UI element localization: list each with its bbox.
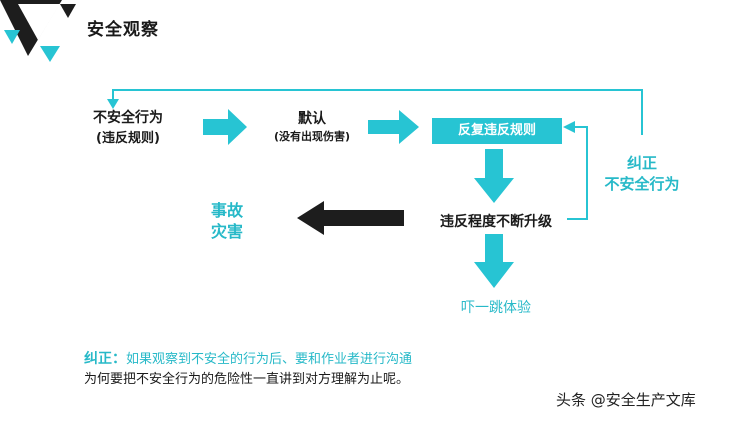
arrow-acquiesce-to-repeat [368, 110, 419, 144]
node-acquiesce-sub: (没有出现伤害) [273, 130, 351, 143]
arrow-repeat-to-escalation [474, 149, 514, 203]
node-escalation: 违反程度不断升级 [440, 214, 552, 230]
correct-note-line2: 为何要把不安全行为的危险性一直讲到对方理解为止呢。 [84, 372, 410, 387]
node-scare-experience: 吓一跳体验 [461, 300, 531, 316]
node-repeat-violation: 反复违反规则 [432, 118, 562, 144]
arrow-escalation-to-scare [474, 234, 514, 288]
correct-note: 纠正：如果观察到不安全的行为后、要和作业者进行沟通 为何要把不安全行为的危险性一… [84, 349, 412, 390]
slide-title: 安全观察 [87, 20, 159, 40]
node-accident-line1: 事故 [210, 201, 243, 220]
watermark: 头条 @安全生产文库 [556, 391, 696, 409]
logo-mark [0, 0, 76, 62]
node-acquiesce-label: 默认 [298, 111, 326, 127]
node-accident-line2: 灾害 [210, 222, 243, 241]
node-acquiesce: 默认 (没有出现伤害) [257, 108, 367, 144]
correct-note-label: 纠正： [84, 351, 126, 367]
node-unsafe-behavior: 不安全行为 (违反规则) [78, 107, 178, 146]
feedback-loop [107, 89, 643, 220]
arrow-unsafe-to-acquiesce [203, 109, 247, 145]
node-correct: 纠正 不安全行为 [592, 153, 692, 195]
node-correct-line2: 不安全行为 [604, 175, 680, 193]
arrow-escalation-to-accident [297, 201, 404, 235]
node-accident: 事故 灾害 [200, 200, 254, 242]
node-unsafe-behavior-label: 不安全行为 [93, 110, 163, 126]
node-unsafe-behavior-sub: (违反规则) [96, 131, 160, 146]
correct-note-line1: 如果观察到不安全的行为后、要和作业者进行沟通 [126, 352, 413, 367]
node-correct-line1: 纠正 [626, 154, 657, 172]
